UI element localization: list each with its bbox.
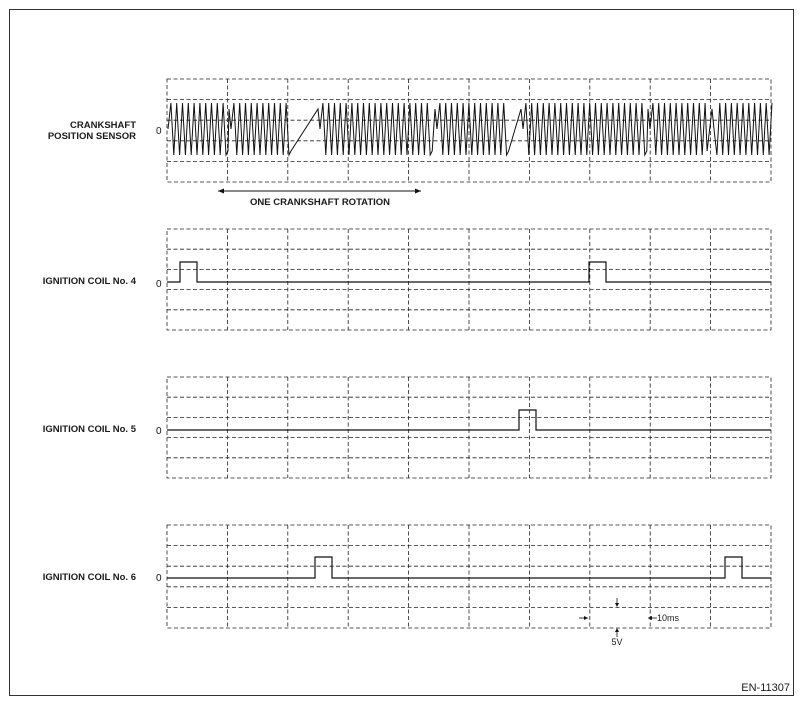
crank-zero-label: 0 [156, 126, 162, 137]
coil5-zero-label: 0 [156, 426, 162, 437]
figure-code: EN-11307 [741, 682, 790, 694]
time-scale-label: 10ms [657, 613, 680, 623]
coil6-signal [167, 556, 771, 579]
time-scale-marker [579, 616, 657, 620]
rotation-label: ONE CRANKSHAFT ROTATION [250, 197, 390, 208]
svg-text:POSITION SENSOR: POSITION SENSOR [48, 131, 136, 142]
coil4-signal [167, 261, 771, 283]
svg-text:CRANKSHAFT: CRANKSHAFT [70, 120, 136, 131]
coil5-label: IGNITION COIL No. 5 [43, 424, 137, 435]
coil5-grid [166, 376, 772, 479]
coil4-zero-label: 0 [156, 279, 162, 290]
rotation-arrow [218, 188, 421, 194]
crank-sensor-label: CRANKSHAFT POSITION SENSOR [48, 120, 136, 142]
volt-scale-marker [615, 598, 619, 637]
coil4-grid [166, 228, 772, 331]
coil6-label: IGNITION COIL No. 6 [43, 572, 136, 583]
volt-scale-label: 5V [611, 637, 622, 647]
coil4-label: IGNITION COIL No. 4 [43, 276, 137, 287]
figure-frame [9, 9, 794, 696]
coil5-signal [167, 409, 771, 431]
crank-sensor-waveform [167, 102, 773, 157]
coil6-grid [166, 524, 772, 629]
coil6-zero-label: 0 [156, 573, 162, 584]
